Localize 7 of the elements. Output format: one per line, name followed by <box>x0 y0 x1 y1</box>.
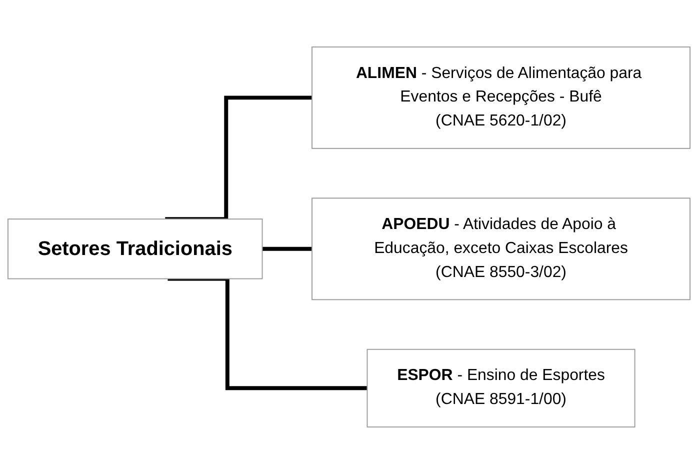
connector <box>262 246 312 250</box>
node-box: ESPOR - Ensino de Esportes (CNAE 8591-1/00) <box>366 348 636 427</box>
node-box: ALIMEN - Serviços de Alimentação para Eventos e Recepções - Bufê (CNAE 5620-1/02) <box>312 46 691 148</box>
node-box: Setores Tradicionais <box>7 218 263 279</box>
node-box: APOEDU - Atividades de Apoio à Educação, exceto Caixas Escolares (CNAE 8550-3/02) <box>312 197 691 300</box>
connector <box>168 276 368 390</box>
connector <box>165 95 312 221</box>
